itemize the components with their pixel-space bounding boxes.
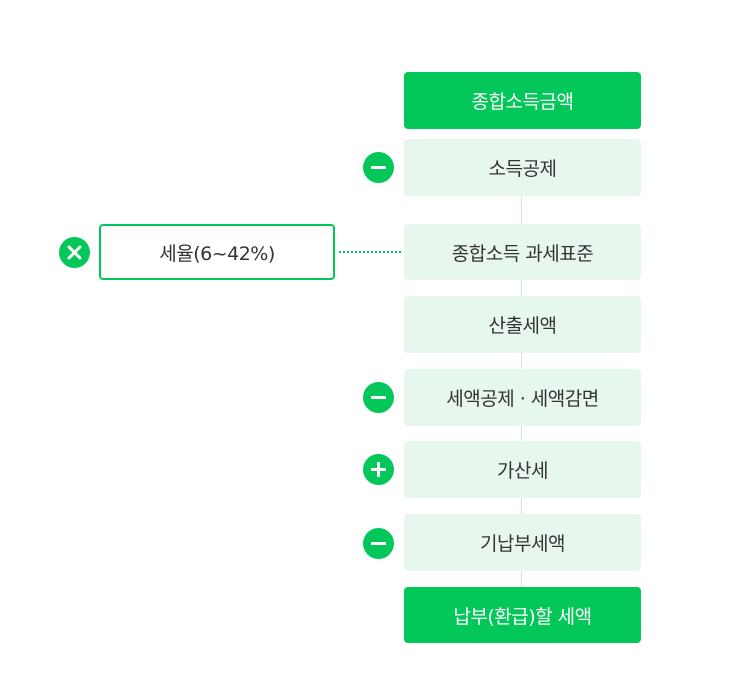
step-label: 납부(환급)할 세액 — [453, 605, 592, 628]
step-label: 산출세액 — [488, 315, 557, 337]
minus-icon — [363, 528, 394, 559]
times-icon — [59, 237, 90, 268]
step-label: 기납부세액 — [480, 533, 565, 555]
connector-line — [521, 571, 522, 587]
tax-rate-label: 세율(6~42%) — [159, 242, 275, 265]
step-tax-credit: 세액공제 · 세액감면 — [404, 369, 641, 426]
step-payable-tax: 납부(환급)할 세액 — [404, 587, 641, 643]
step-tax-base: 종합소득 과세표준 — [404, 224, 641, 280]
plus-icon — [363, 454, 394, 485]
minus-icon — [363, 382, 394, 413]
step-computed-tax: 산출세액 — [404, 296, 641, 353]
connector-line — [521, 353, 522, 369]
dotted-connector — [339, 251, 401, 253]
minus-icon — [363, 152, 394, 183]
connector-line — [521, 498, 522, 514]
step-label: 종합소득금액 — [471, 91, 574, 113]
step-income-deduction: 소득공제 — [404, 139, 641, 196]
step-label: 가산세 — [497, 460, 548, 482]
step-label: 소득공제 — [488, 158, 557, 180]
connector-line — [521, 280, 522, 296]
connector-line — [521, 195, 522, 224]
tax-rate-box: 세율(6~42%) — [99, 224, 335, 280]
step-label: 종합소득 과세표준 — [451, 242, 594, 265]
step-prepaid-tax: 기납부세액 — [404, 514, 641, 571]
step-additional-tax: 가산세 — [404, 441, 641, 498]
step-gross-income: 종합소득금액 — [404, 72, 641, 129]
step-label: 세액공제 · 세액감면 — [446, 388, 599, 410]
connector-line — [521, 426, 522, 441]
